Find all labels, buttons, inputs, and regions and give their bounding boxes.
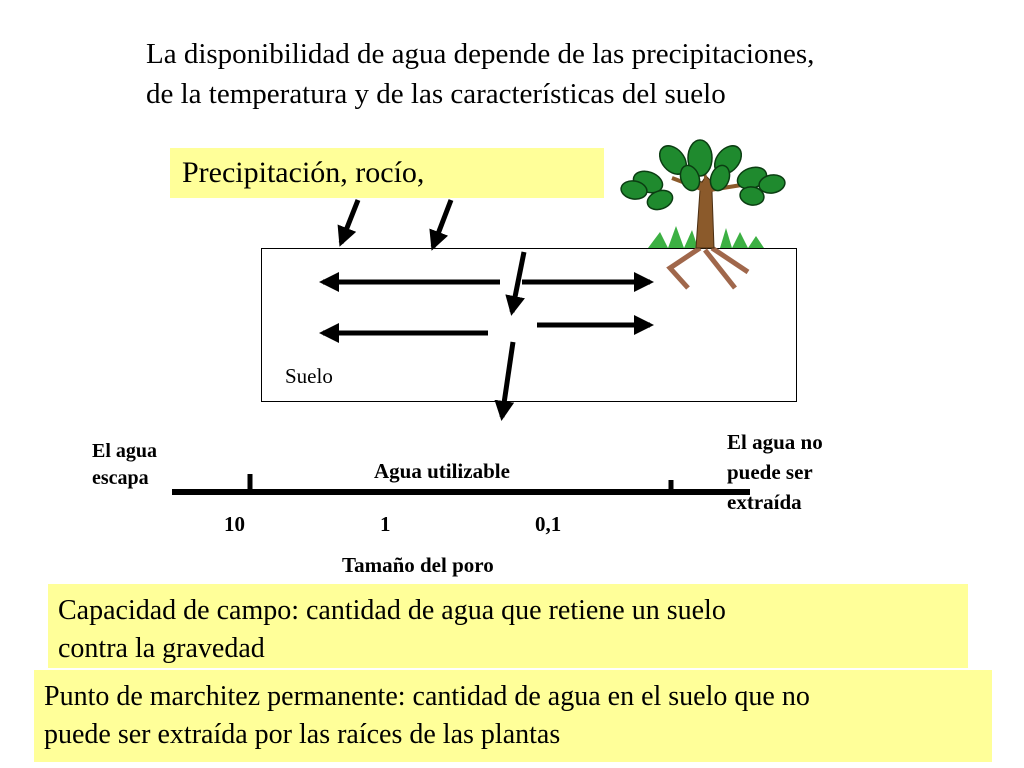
field-capacity-definition: Capacidad de campo: cantidad de agua que… bbox=[48, 584, 968, 668]
water-escapes-label: El agua escapa bbox=[92, 440, 158, 489]
pore-scale-axis bbox=[172, 474, 750, 495]
infiltration-arrow-1 bbox=[505, 251, 527, 316]
title-line-2: de la temperatura y de las característic… bbox=[146, 78, 726, 110]
tree-icon bbox=[620, 139, 786, 290]
slide-title: La disponibilidad de agua depende de las… bbox=[146, 34, 1006, 114]
precipitation-label: Precipitación, rocío, bbox=[170, 148, 604, 198]
tick-label-10: 10 bbox=[224, 512, 245, 536]
usable-water-label: Agua utilizable bbox=[374, 459, 510, 483]
water-unextractable-label: El agua no puede ser extraída bbox=[727, 430, 823, 514]
soil-box bbox=[261, 248, 797, 402]
rain-arrow-1 bbox=[337, 199, 361, 247]
title-line-1: La disponibilidad de agua depende de las… bbox=[146, 38, 815, 70]
rain-arrow-2 bbox=[429, 199, 454, 251]
tick-label-1: 1 bbox=[380, 512, 391, 536]
wilting-point-definition: Punto de marchitez permanente: cantidad … bbox=[34, 670, 992, 762]
tick-label-0-1: 0,1 bbox=[535, 512, 562, 536]
pore-size-axis-title: Tamaño del poro bbox=[342, 553, 494, 577]
soil-label: Suelo bbox=[285, 364, 333, 388]
drainage-arrow bbox=[494, 341, 516, 421]
